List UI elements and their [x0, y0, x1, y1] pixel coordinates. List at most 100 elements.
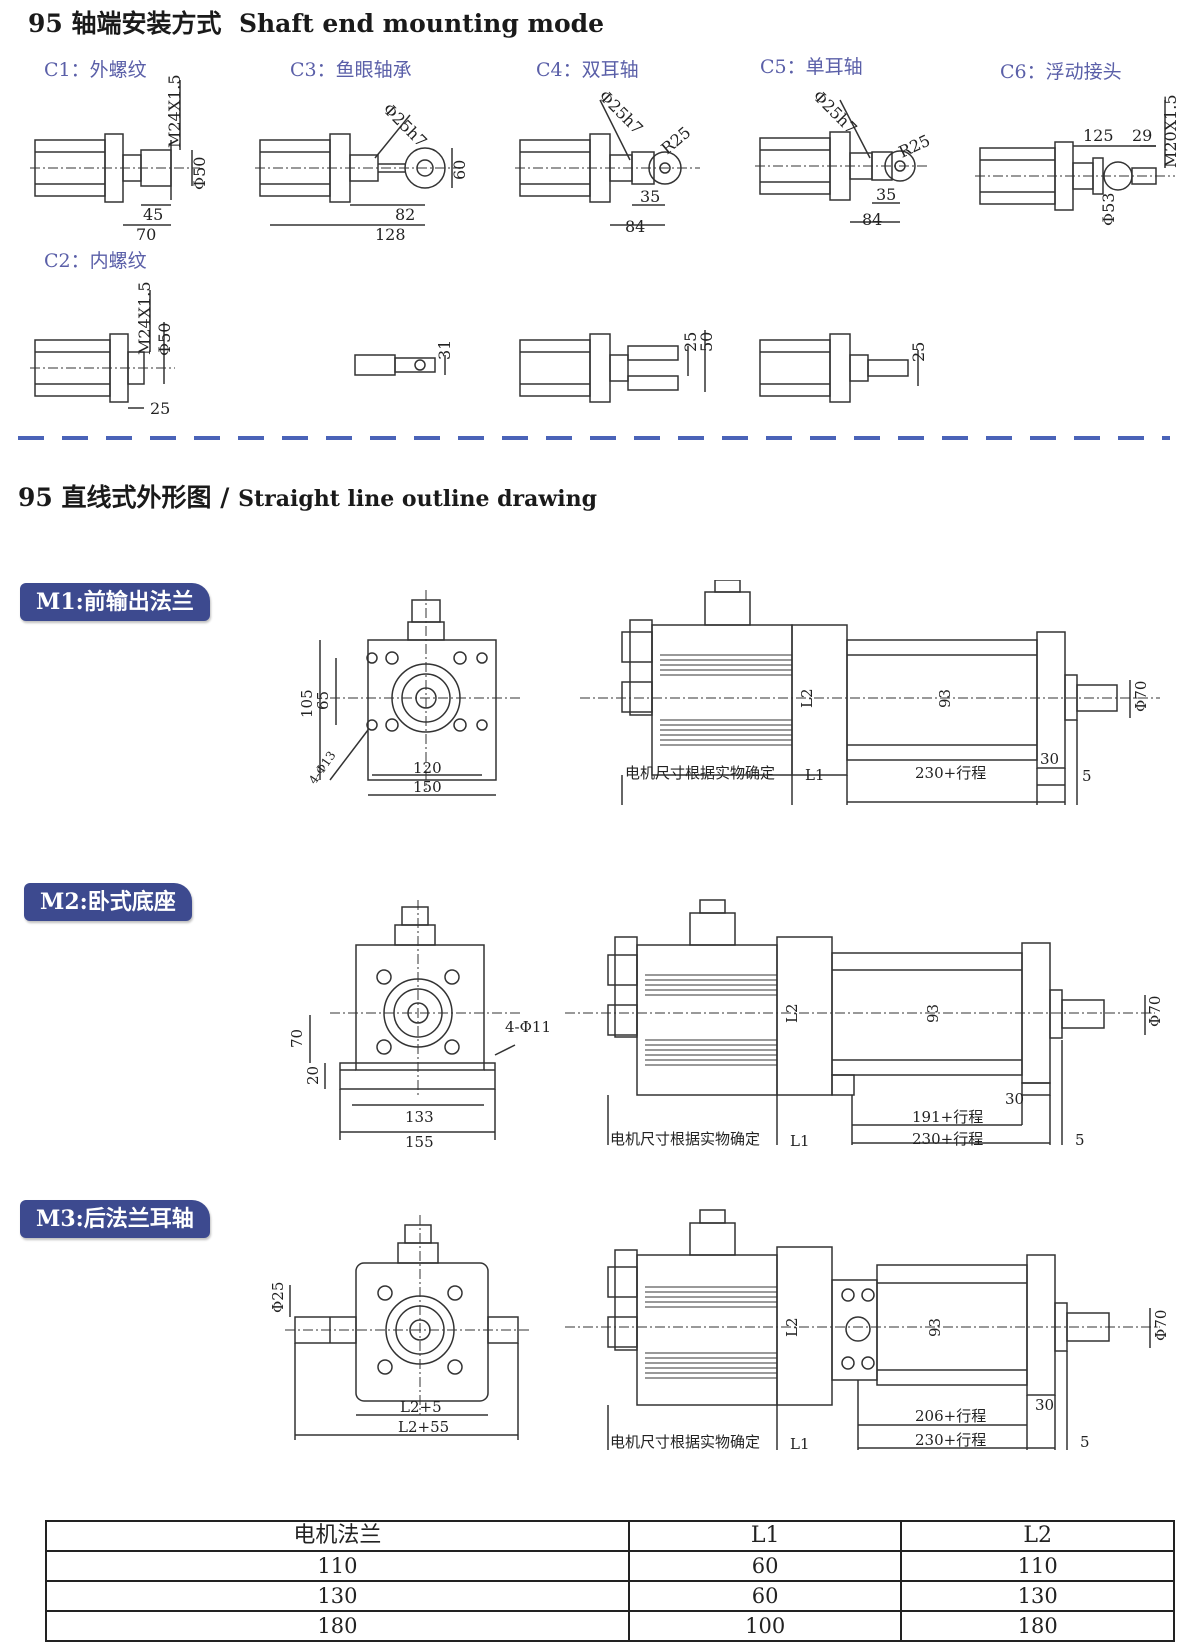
m3-side-stroke1: 206+行程: [915, 1407, 986, 1425]
mount-label-c4: C4：双耳轴: [536, 59, 639, 81]
c5-dim-25: 25: [909, 342, 928, 362]
c1-dim-45: 45: [143, 205, 163, 224]
c3-dim-60: 60: [450, 160, 469, 180]
m3-side-stroke: 230+行程: [915, 1431, 986, 1449]
c4-dim-50: 50: [697, 332, 716, 352]
c6-dim-125: 125: [1083, 126, 1114, 145]
badge-m1: M1:前输出法兰: [20, 583, 210, 621]
m1-front-hole: 4-Φ13: [306, 749, 339, 787]
c6-dim-thread: M20X1.5: [1161, 94, 1180, 168]
table-row: 130 60 130: [45, 1580, 1175, 1612]
c2-dim-thread: M24X1.5: [135, 281, 154, 355]
m1-side-dia: Φ70: [1132, 681, 1150, 712]
m2-side-body: 93: [924, 1004, 942, 1023]
c4-drawing: [515, 99, 706, 403]
c1-dim-70: 70: [136, 225, 156, 244]
m2-front-h1: 70: [288, 1029, 306, 1048]
c1-dim-dia: Φ50: [190, 157, 209, 190]
c3-dim-82: 82: [395, 205, 415, 224]
m1-side-30: 30: [1040, 750, 1059, 768]
m1-front-w2: 150: [413, 778, 442, 796]
badge-m2: M2:卧式底座: [24, 883, 192, 921]
c4-dim-dia: Φ25h7: [595, 86, 647, 138]
table-cell: 100: [627, 1610, 903, 1642]
c2-drawing: [30, 290, 175, 409]
m3-front-w2: L2+55: [398, 1418, 449, 1436]
badge-m3: M3:后法兰耳轴: [20, 1200, 210, 1238]
outline-section-title: 95 直线式外形图 / Straight line outline drawin…: [18, 483, 597, 512]
m1-drawing: 105 65 4-Φ13 120 150 电机尺寸根据实物确定 L1 L2 93…: [298, 580, 1160, 805]
table-header: L2: [900, 1520, 1175, 1552]
m2-side-dia: Φ70: [1146, 996, 1164, 1027]
m2-side-l2: L2: [783, 1003, 801, 1023]
m2-front-w2: 155: [405, 1133, 434, 1151]
m2-side-note: 电机尺寸根据实物确定: [610, 1130, 760, 1148]
c1-dim-thread: M24X1.5: [165, 74, 184, 148]
m3-side-30: 30: [1035, 1396, 1054, 1414]
c1-drawing: [30, 80, 200, 226]
m3-side-note: 电机尺寸根据实物确定: [610, 1433, 760, 1451]
m3-side-l2: L2: [783, 1317, 801, 1337]
m1-side-l2: L2: [798, 688, 816, 708]
m2-front-h2: 20: [304, 1066, 322, 1085]
c5-dim-84: 84: [862, 210, 882, 229]
m3-front-w1: L2+5: [400, 1398, 442, 1416]
m1-front-w1: 120: [413, 759, 442, 777]
flange-table: 电机法兰 L1 L2 110 60 110 130 60 130 180 100…: [45, 1520, 1175, 1642]
m1-front-h2: 65: [314, 691, 332, 710]
m3-drawing: Φ25 L2+5 L2+55 电机尺寸根据实物确定 L1 L2 93 206+行…: [269, 1209, 1170, 1453]
m1-side-5: 5: [1082, 767, 1092, 785]
table-cell: 130: [900, 1580, 1175, 1612]
table-cell: 130: [45, 1580, 630, 1612]
m2-front-w1: 133: [405, 1108, 434, 1126]
shaft-section-title: 95 轴端安装方式 Shaft end mounting mode: [28, 9, 605, 38]
table-cell: 60: [627, 1580, 903, 1612]
m2-side-stroke: 230+行程: [912, 1130, 983, 1148]
m2-front-hole: 4-Φ11: [505, 1018, 551, 1036]
m2-drawing: 70 20 4-Φ11 133 155 电机尺寸根据实物确定 L1 L2 93 …: [288, 899, 1164, 1151]
m3-front-dia: Φ25: [269, 1282, 287, 1313]
m3-side-body: 93: [926, 1318, 944, 1337]
shaft-end-drawings: M24X1.5 Φ50 45 70 Φ25h7 60 82 128 31 Φ25…: [18, 74, 1180, 440]
c5-dim-r25: R25: [896, 131, 933, 162]
mount-label-c6: C6：浮动接头: [1000, 61, 1122, 83]
mount-label-c5: C5：单耳轴: [760, 56, 863, 78]
m2-side-30: 30: [1005, 1090, 1024, 1108]
mount-label-c3: C3：鱼眼轴承: [290, 59, 412, 81]
c5-dim-dia: Φ25h7: [809, 86, 861, 138]
table-row: 110 60 110: [45, 1550, 1175, 1582]
table-header: 电机法兰: [45, 1520, 630, 1552]
table-cell: 60: [627, 1550, 903, 1582]
table-cell: 110: [900, 1550, 1175, 1582]
c6-drawing: [975, 100, 1175, 211]
mount-label-c2: C2：内螺纹: [44, 250, 147, 272]
m3-side-5: 5: [1080, 1433, 1090, 1451]
m1-side-body: 93: [936, 689, 954, 708]
m3-side-dia: Φ70: [1152, 1310, 1170, 1341]
c4-dim-35: 35: [640, 187, 660, 206]
table-header-row: 电机法兰 L1 L2: [45, 1520, 1175, 1552]
table-cell: 110: [45, 1550, 630, 1582]
m1-front-h1: 105: [298, 689, 316, 718]
c3-dim-128: 128: [375, 225, 406, 244]
table-row: 180 100 180: [45, 1610, 1175, 1642]
c4-dim-25: 25: [681, 332, 700, 352]
m1-side-stroke: 230+行程: [915, 764, 986, 782]
c6-dim-dia: Φ53: [1099, 193, 1118, 226]
c5-dim-35: 35: [876, 185, 896, 204]
c2-dim-25: 25: [150, 399, 170, 418]
m2-side-l1: L1: [790, 1132, 810, 1150]
mount-label-c1: C1：外螺纹: [44, 59, 147, 81]
m1-side-l1: L1: [805, 766, 825, 784]
m1-side-note: 电机尺寸根据实物确定: [625, 764, 775, 782]
table-header: L1: [627, 1520, 903, 1552]
c3-drawing: [255, 114, 465, 376]
table-cell: 180: [900, 1610, 1175, 1642]
m2-side-5: 5: [1075, 1131, 1085, 1149]
c5-drawing: [755, 99, 930, 403]
c6-dim-29: 29: [1132, 126, 1152, 145]
table-cell: 180: [45, 1610, 630, 1642]
c4-dim-84: 84: [625, 217, 645, 236]
m3-side-l1: L1: [790, 1435, 810, 1453]
c2-dim-dia: Φ50: [155, 323, 174, 356]
